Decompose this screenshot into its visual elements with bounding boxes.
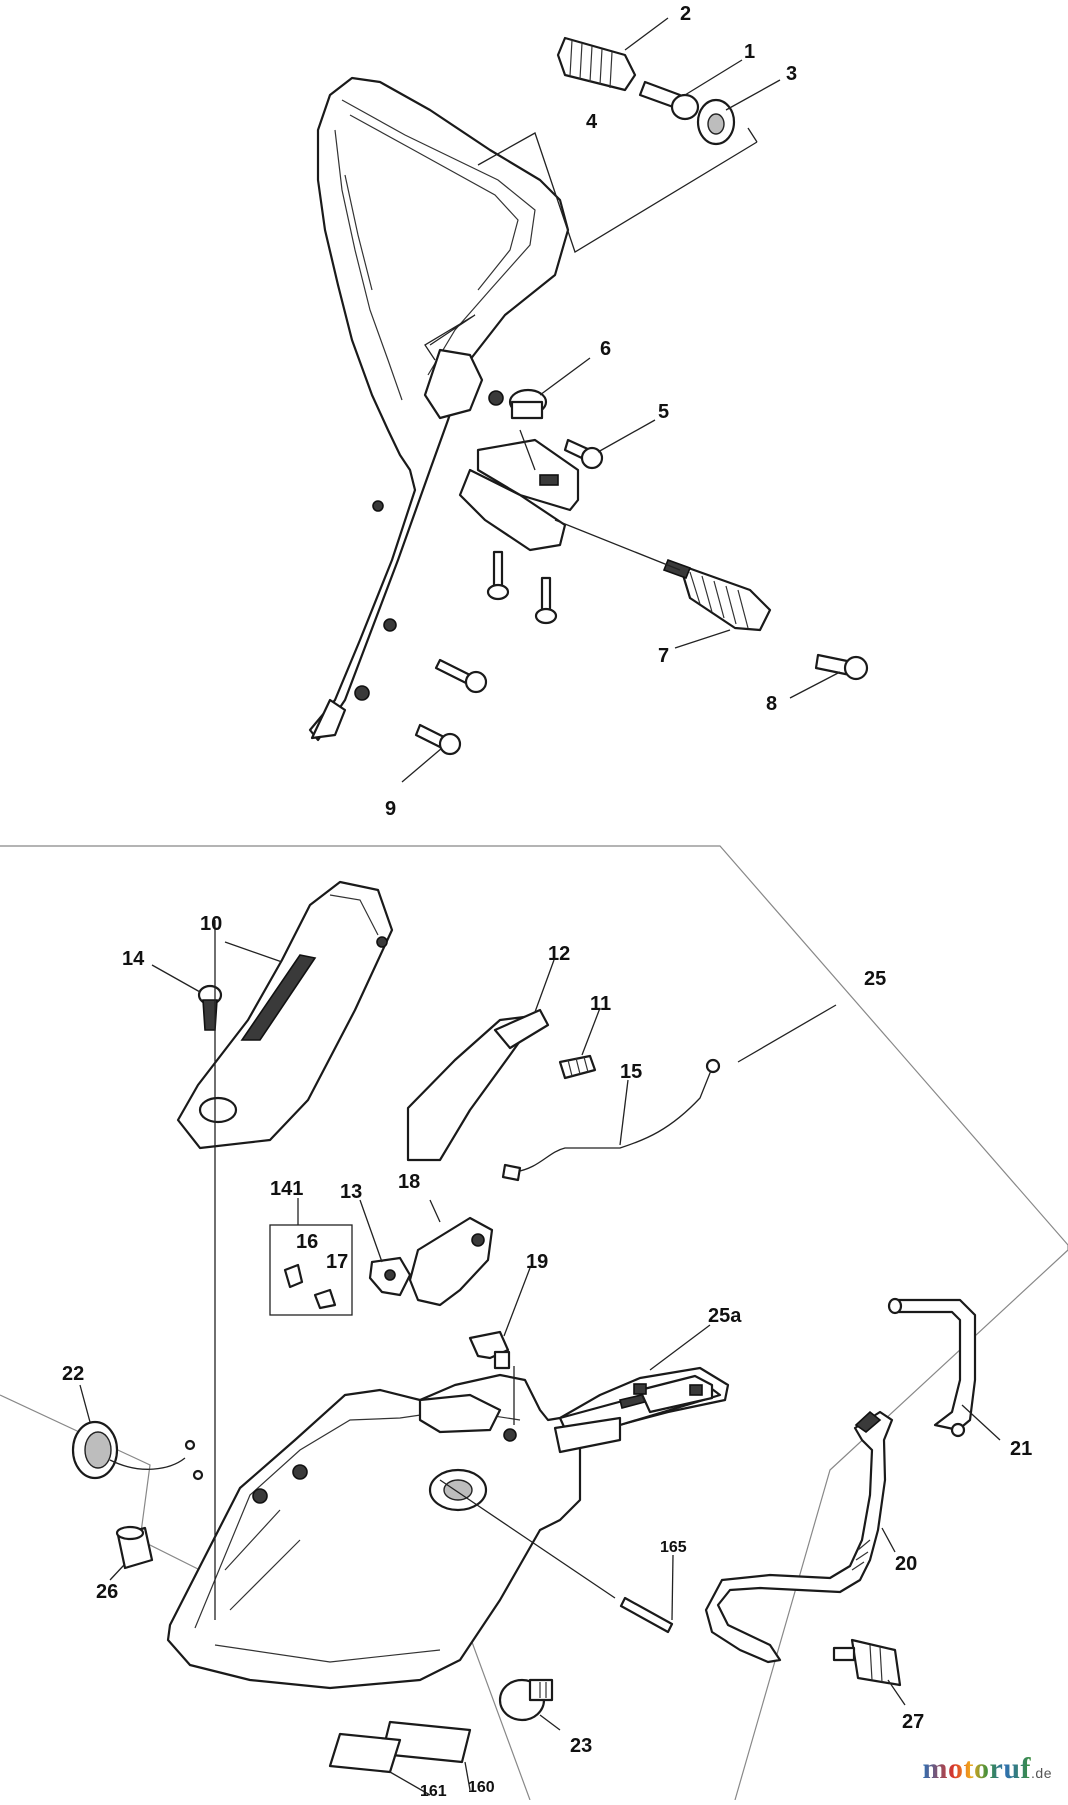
fuel-hose-20	[704, 1410, 894, 1664]
front-handle-bar	[308, 76, 570, 742]
callout-14: 14	[122, 948, 145, 970]
callout-12: 12	[548, 943, 570, 965]
callout-13: 13	[340, 1181, 362, 1203]
brand-watermark: motoruf.de	[923, 1752, 1052, 1786]
watermark-tld: .de	[1031, 1765, 1052, 1781]
fuel-cap-22	[71, 1420, 204, 1481]
callout-8: 8	[766, 693, 777, 715]
assembly-25-boundary	[0, 845, 1068, 1801]
handle-screw-8	[814, 653, 869, 681]
elbow-fitting-19	[468, 1330, 511, 1370]
trigger-lockout-18	[408, 1216, 494, 1307]
callout-11: 11	[590, 993, 611, 1015]
cover-screw-14	[197, 984, 223, 1031]
callout-21: 21	[1010, 1438, 1032, 1460]
handle-bracket	[458, 438, 580, 552]
callout-22: 22	[62, 1363, 84, 1385]
callout-161: 161	[420, 1783, 447, 1800]
callout-1: 1	[744, 41, 755, 63]
front-handle-group	[308, 17, 869, 783]
callout-2: 2	[680, 3, 691, 25]
primer-bulb-23	[498, 1678, 554, 1722]
pin-165	[619, 1596, 674, 1634]
callout-9: 9	[385, 798, 396, 820]
callout-18: 18	[398, 1171, 420, 1193]
buffer-spring	[556, 36, 637, 92]
throttle-cable	[501, 1058, 721, 1182]
handle-screw-5	[563, 438, 604, 470]
handle-cap	[696, 98, 736, 146]
housing-group	[0, 845, 1068, 1801]
decal-161	[328, 1732, 402, 1774]
handle-screw-9	[414, 723, 462, 756]
callout-19: 19	[526, 1251, 548, 1273]
trigger-spring	[558, 1054, 597, 1080]
callout-labels: 1 2 3 4 5 6 7 8 9 10 11 12 13 14 15 16 1…	[62, 3, 1032, 1800]
callout-141: 141	[270, 1178, 303, 1200]
callout-4: 4	[586, 111, 598, 133]
anti-vibration-spring	[662, 558, 772, 632]
handle-screw-1	[638, 80, 700, 121]
callout-5: 5	[658, 401, 669, 423]
small-pin-16	[283, 1263, 304, 1289]
callout-25a: 25a	[708, 1305, 742, 1327]
fuel-pipe-21	[887, 1297, 977, 1438]
callout-3: 3	[786, 63, 797, 85]
rear-handle-cover	[176, 880, 394, 1150]
callout-20: 20	[895, 1553, 917, 1575]
callout-6: 6	[600, 338, 611, 360]
small-pin-17	[313, 1288, 337, 1310]
callout-165: 165	[660, 1539, 687, 1556]
callout-27: 27	[902, 1711, 924, 1733]
stop-switch-13	[368, 1256, 412, 1297]
throttle-trigger	[406, 1008, 550, 1162]
top-leader-lines	[401, 17, 841, 783]
watermark-brand: motoruf	[922, 1752, 1032, 1785]
callout-17: 17	[326, 1251, 348, 1273]
sleeve-26	[115, 1525, 154, 1570]
callout-25: 25	[864, 968, 886, 990]
cap-button	[508, 388, 548, 420]
callout-160: 160	[468, 1779, 495, 1796]
tank-housing	[166, 1366, 730, 1690]
parts-box-141	[269, 1224, 353, 1316]
fuel-filter-27	[832, 1638, 902, 1687]
callout-26: 26	[96, 1581, 118, 1603]
bottom-leader-lines	[79, 920, 1001, 1796]
callout-10: 10	[200, 913, 222, 935]
callout-15: 15	[620, 1061, 642, 1083]
callout-23: 23	[570, 1735, 592, 1757]
bracket-screws	[434, 550, 558, 694]
callout-16: 16	[296, 1231, 318, 1253]
callout-7: 7	[658, 645, 669, 667]
